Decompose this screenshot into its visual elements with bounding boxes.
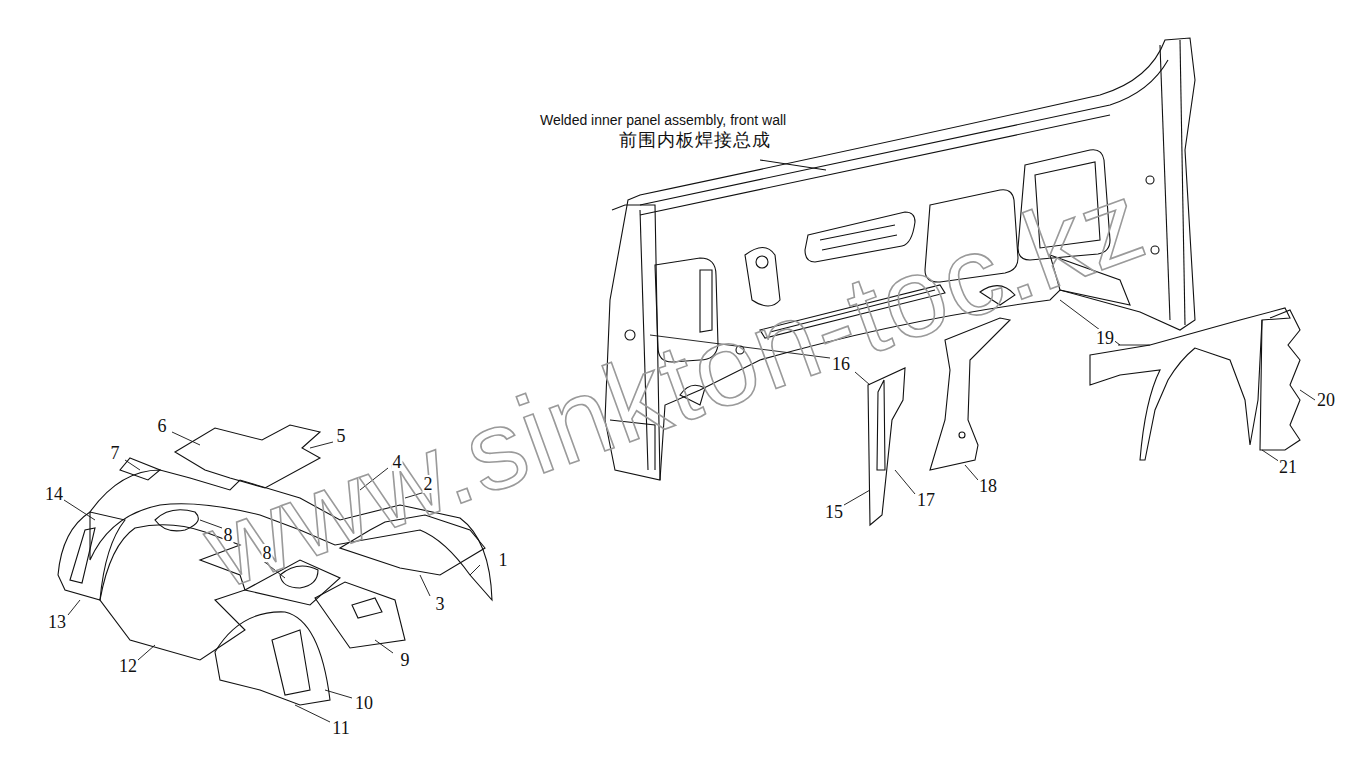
callout-number: 13 [47, 613, 67, 631]
callout-number: 8 [262, 544, 273, 562]
callout-number: 4 [392, 453, 403, 471]
leader-line [760, 160, 826, 170]
callout-number: 18 [978, 477, 998, 495]
callout-number: 11 [331, 719, 350, 737]
callout-number: 21 [1278, 458, 1298, 476]
callout-number: 14 [44, 485, 64, 503]
callout-number: 7 [110, 444, 121, 462]
callout-number: 8 [223, 526, 234, 544]
callout-number: 3 [435, 595, 446, 613]
callout-number: 15 [824, 503, 844, 521]
callout-number: 16 [831, 355, 851, 373]
assembly-title: Welded inner panel assembly, front wall [540, 113, 786, 127]
watermark: www.sinkton-toc.kz [192, 163, 1159, 606]
callout-number: 5 [336, 427, 347, 445]
callout-number: 9 [400, 651, 411, 669]
callout-number: 2 [423, 475, 434, 493]
callout-number: 1 [498, 551, 509, 569]
assembly-title-cn: 前围内板焊接总成 [619, 131, 771, 149]
callout-number: 19 [1095, 329, 1115, 347]
callout-number: 6 [157, 417, 168, 435]
callout-number: 17 [916, 491, 936, 509]
callout-number: 10 [354, 694, 374, 712]
callout-number: 20 [1316, 391, 1336, 409]
callout-number: 12 [118, 657, 138, 675]
